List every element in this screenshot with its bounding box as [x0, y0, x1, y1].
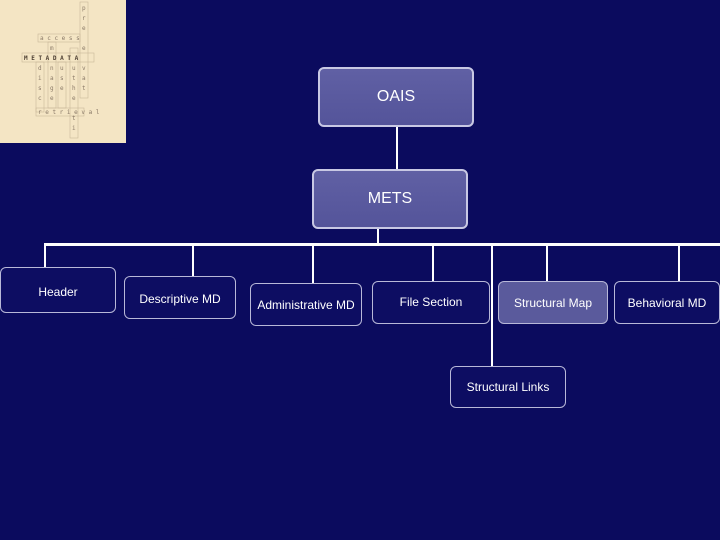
svg-text:g: g — [50, 85, 54, 92]
connector-structural-links — [491, 246, 493, 388]
svg-text:e: e — [60, 85, 64, 92]
behavioral-md-label: Behavioral MD — [627, 295, 707, 310]
oais-label: OAIS — [376, 88, 416, 105]
header-label: Header — [38, 285, 78, 299]
connector-structural-map — [546, 243, 548, 281]
file-section-label: File Section — [399, 295, 463, 309]
structural-map-label: Structural Map — [513, 295, 593, 310]
svg-text:c: c — [38, 95, 42, 102]
svg-text:p: p — [82, 5, 86, 12]
svg-text:t: t — [82, 85, 86, 92]
svg-text:M E T A D A T A: M E T A D A T A — [24, 55, 79, 62]
crossword-graphic: a c c e s s M E T A D A T A r e t r i e … — [21, 1, 100, 139]
connector-behavioral-md — [678, 243, 680, 281]
connector-oais-mets — [396, 127, 398, 169]
descriptive-md-label: Descriptive MD — [139, 292, 221, 306]
svg-text:a: a — [82, 75, 86, 82]
svg-text:e: e — [72, 95, 76, 102]
file-section-node: File Section — [372, 281, 490, 324]
administrative-md-label: Administrative MD — [257, 297, 355, 312]
svg-text:t: t — [72, 75, 76, 82]
mets-label: METS — [367, 190, 413, 207]
behavioral-md-node: Behavioral MD — [614, 281, 720, 324]
svg-text:h: h — [72, 85, 76, 92]
connector-header — [44, 243, 46, 267]
svg-text:u: u — [72, 65, 76, 72]
connector-mets-down — [377, 229, 379, 244]
svg-text:s: s — [38, 85, 42, 92]
svg-text:e: e — [50, 95, 54, 102]
mets-node: METS — [312, 169, 468, 229]
structural-map-node: Structural Map — [498, 281, 608, 324]
structural-links-label: Structural Links — [466, 380, 550, 394]
svg-text:e: e — [82, 45, 86, 52]
svg-text:u: u — [60, 65, 64, 72]
svg-text:i: i — [72, 125, 76, 132]
svg-text:t: t — [72, 115, 76, 122]
svg-text:m: m — [50, 45, 54, 52]
svg-text:e: e — [82, 25, 86, 32]
connector-administrative-md — [312, 243, 314, 283]
metadata-crossword-logo: a c c e s s M E T A D A T A r e t r i e … — [0, 0, 126, 143]
svg-text:v: v — [82, 65, 86, 72]
administrative-md-node: Administrative MD — [250, 283, 362, 326]
descriptive-md-node: Descriptive MD — [124, 276, 236, 319]
horizontal-bus — [44, 243, 720, 246]
svg-text:s: s — [60, 75, 64, 82]
oais-node: OAIS — [318, 67, 474, 127]
svg-text:r e t r i e v a l: r e t r i e v a l — [38, 109, 100, 116]
svg-text:a: a — [50, 75, 54, 82]
svg-text:r: r — [82, 15, 86, 22]
connector-file-section — [432, 243, 434, 281]
connector-descriptive-md — [192, 243, 194, 276]
svg-text:d: d — [38, 65, 42, 72]
svg-text:a c c e s s: a c c e s s — [40, 35, 80, 42]
svg-text:i: i — [38, 75, 42, 82]
svg-text:n: n — [50, 65, 54, 72]
header-node: Header — [0, 267, 116, 313]
structural-links-node: Structural Links — [450, 366, 566, 408]
